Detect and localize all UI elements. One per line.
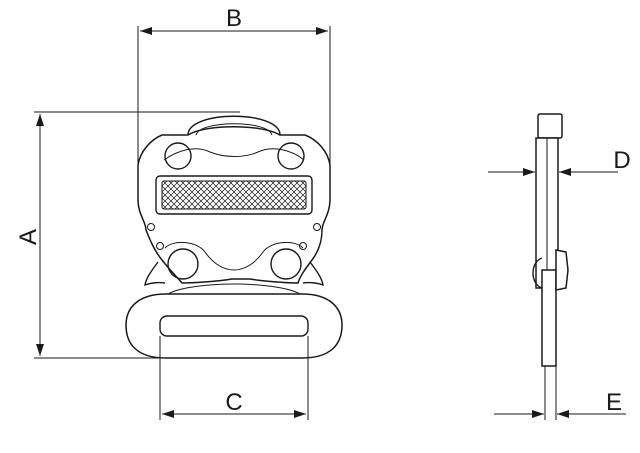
lower-left-hole [167, 248, 199, 280]
male-part-joint [167, 283, 301, 295]
left-latch [144, 261, 166, 287]
side-hinge [532, 257, 543, 289]
left-pin [147, 223, 155, 231]
upper-contour [163, 148, 305, 161]
right-pin [313, 223, 321, 231]
side-top-cap [537, 113, 563, 139]
left-lower-pin [156, 242, 164, 250]
upper-right-hole [277, 142, 305, 170]
side-tongue [541, 269, 557, 367]
dim-c-label: C [225, 389, 242, 416]
side-latch [555, 249, 569, 291]
grip-arch-inner [195, 123, 273, 136]
dimension-c: C [159, 336, 309, 420]
dimension-a: A [15, 111, 240, 359]
grip-arch [187, 115, 281, 136]
dim-a-label: A [15, 229, 42, 245]
dim-d-label: D [613, 147, 630, 174]
dimension-d: D [488, 147, 631, 176]
dimension-b: B [137, 5, 331, 165]
upper-left-hole [164, 142, 192, 170]
lower-contour [164, 242, 304, 271]
lower-right-hole [270, 248, 302, 280]
dimension-e: E [494, 389, 626, 418]
dim-b-label: B [226, 5, 242, 32]
right-latch [302, 261, 324, 287]
dim-e-label: E [606, 389, 622, 416]
buckle-side-view [532, 113, 569, 420]
webbing-slot [159, 315, 309, 337]
mesh-window-frame [155, 175, 313, 215]
right-lower-pin [299, 242, 307, 250]
mesh-window [161, 180, 307, 210]
buckle-male-part [125, 293, 343, 359]
buckle-front-view [125, 115, 343, 359]
